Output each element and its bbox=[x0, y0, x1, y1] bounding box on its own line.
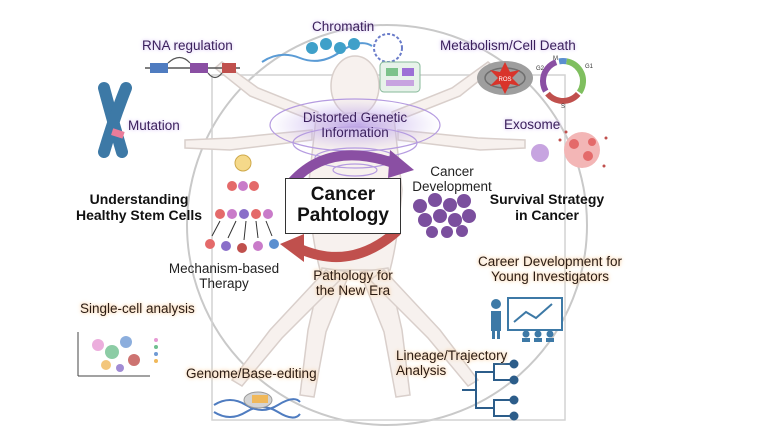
chromatin-label: Chromatin bbox=[312, 19, 375, 34]
genetic-swirl bbox=[269, 98, 441, 177]
cancer-dev-line1: Cancer bbox=[430, 164, 474, 179]
single-cell-scatter-icon bbox=[77, 332, 158, 377]
red-arrow-head bbox=[280, 234, 304, 262]
mutation-label: Mutation bbox=[128, 118, 180, 133]
therapy-line1: Mechanism-based bbox=[168, 261, 280, 276]
purple-arrow-head bbox=[388, 150, 414, 178]
dna-editing-icon bbox=[213, 391, 301, 419]
single-cell-label: Single-cell analysis bbox=[80, 301, 195, 316]
g2-label: G2 bbox=[536, 66, 545, 72]
m-label: M bbox=[553, 56, 558, 62]
distorted-line2: Information bbox=[321, 125, 389, 141]
distorted-line1: Distorted Genetic bbox=[302, 110, 408, 125]
pathology-new-era-label: Pathology for the New Era bbox=[288, 268, 418, 298]
cancer-cells-icon bbox=[413, 193, 476, 238]
lineage-tree-icon bbox=[462, 359, 519, 421]
cancer-development-label: Cancer Development bbox=[410, 164, 494, 194]
ros-label: ROS bbox=[498, 77, 511, 83]
cell-cycle-icon: G1 G2 M S bbox=[536, 56, 594, 110]
center-line2: Pahtology bbox=[297, 205, 389, 226]
lineage-line2: Analysis bbox=[396, 363, 447, 379]
career-development-label: Career Development for Young Investigato… bbox=[460, 254, 640, 284]
survival-strategy-label: Survival Strategy in Cancer bbox=[482, 191, 612, 223]
red-cycle-arrow bbox=[293, 227, 401, 262]
s-label: S bbox=[561, 104, 565, 110]
exosome-label: Exosome bbox=[504, 117, 561, 132]
survival-line2: in Cancer bbox=[515, 206, 579, 223]
pathology-line1: Pathology for bbox=[313, 268, 393, 283]
cancer-pathology-box: Cancer Pahtology bbox=[285, 178, 401, 234]
rna-regulation-label: RNA regulation bbox=[142, 38, 233, 53]
exosome-icon bbox=[531, 130, 608, 168]
survival-line1: Survival Strategy bbox=[489, 191, 605, 207]
stem-cell-hierarchy-icon bbox=[205, 154, 279, 253]
stem-line2: Healthy Stem Cells bbox=[75, 206, 203, 223]
stem-cells-label: Understanding Healthy Stem Cells bbox=[64, 191, 214, 223]
lineage-trajectory-label: Lineage/Trajectory Analysis bbox=[396, 348, 507, 378]
g1-label: G1 bbox=[585, 64, 594, 70]
chromosome-icon bbox=[98, 82, 132, 158]
therapy-label: Mechanism-based Therapy bbox=[164, 261, 284, 291]
stem-line1: Understanding bbox=[89, 191, 189, 207]
metabolism-icon: ROS bbox=[477, 61, 533, 95]
career-line1: Career Development for bbox=[477, 254, 623, 269]
vitruvian-circle bbox=[186, 24, 588, 426]
cancer-dev-line2: Development bbox=[412, 179, 492, 195]
lineage-line1: Lineage/Trajectory bbox=[396, 348, 508, 363]
purple-cycle-arrow bbox=[287, 150, 401, 187]
pathology-line2: the New Era bbox=[315, 283, 391, 299]
center-line1: Cancer bbox=[310, 184, 376, 206]
presentation-icon bbox=[491, 297, 563, 342]
distorted-genetic-label: Distorted Genetic Information bbox=[280, 110, 430, 140]
chromatin-icon bbox=[261, 33, 421, 93]
metabolism-label: Metabolism/Cell Death bbox=[440, 38, 576, 53]
genome-editing-label: Genome/Base-editing bbox=[186, 366, 317, 381]
career-line2: Young Investigators bbox=[490, 269, 610, 285]
rna-regulation-icon bbox=[145, 56, 240, 79]
therapy-line2: Therapy bbox=[199, 276, 249, 292]
